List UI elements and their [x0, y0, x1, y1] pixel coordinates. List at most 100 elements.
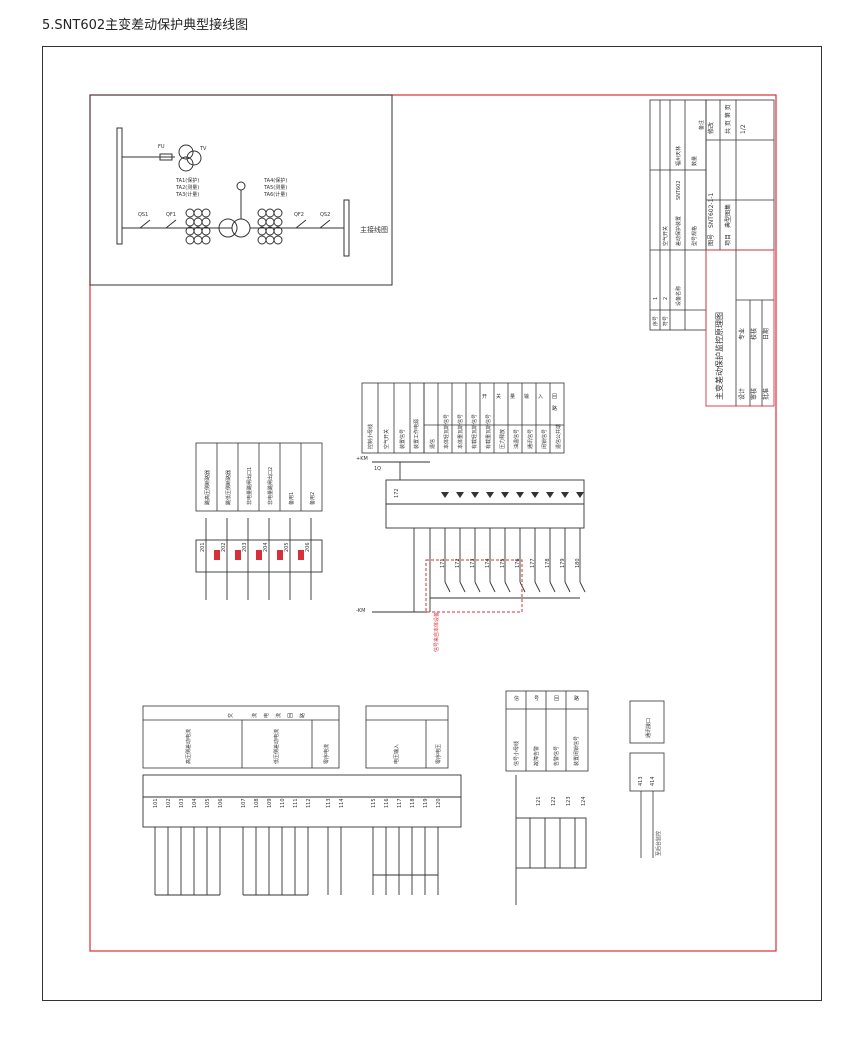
di-signal-2: 本体重瓦斯信号	[457, 414, 464, 449]
di-header-table	[361, 382, 565, 454]
signoff-design: 设计	[738, 388, 746, 400]
title-drawing-no-label: 图号	[708, 234, 715, 246]
ac-term-11: 112	[306, 798, 312, 808]
ct-lv-1: TA4(保护)	[263, 177, 287, 184]
signoff2-date: 日期	[762, 328, 770, 340]
signoff-review: 审核	[750, 388, 758, 400]
do-contacts	[214, 550, 304, 560]
ac-group-2: 电	[263, 713, 270, 718]
di-term-5: 173	[470, 558, 476, 568]
ac-term-0: 101	[153, 798, 159, 808]
di-term-7: 175	[500, 558, 506, 568]
ac-zero-volt-label: 零序电压	[435, 744, 442, 764]
di-signal-3: 有载轻瓦斯信号	[471, 414, 478, 449]
equip-row1-model: SNT602	[676, 180, 682, 200]
ac-header-table	[142, 705, 449, 769]
di-signal-8: 闭锁信号	[541, 429, 548, 449]
di-header-power: 装置工作电源	[413, 419, 420, 449]
ac-term-13: 114	[339, 798, 345, 808]
alarm-label-3: 装置闭锁信号	[573, 736, 580, 766]
do-term-3: 204	[263, 542, 269, 552]
di-term-11: 179	[560, 558, 566, 568]
alarm-term-3: 124	[581, 796, 587, 806]
equip-row2-name: 空气开关	[662, 226, 669, 246]
di-term-4: 172	[455, 558, 461, 568]
di-side-1: 关	[496, 393, 501, 400]
di-signal-6: 油温信号	[513, 429, 520, 449]
di-term-9: 177	[530, 558, 536, 568]
alarm-header-3: 路	[574, 695, 579, 702]
di-side-0: 开	[482, 394, 487, 400]
di-term-6: 174	[485, 558, 491, 568]
alarm-header-table	[505, 690, 589, 772]
ac-lv-label: 低压侧差动电流	[273, 729, 280, 764]
ac-wiring	[142, 774, 462, 896]
alarm-label-0: 信号小母线	[513, 741, 520, 766]
do-label-0: 跳高压侧断路器	[204, 470, 211, 505]
ac-term-18: 119	[423, 798, 429, 808]
alarm-label-1: 故障告警	[533, 746, 540, 766]
di-fuse-1q: 1Q	[374, 466, 381, 472]
comm-label: 通讯接口	[645, 718, 652, 738]
ct-group-lv	[257, 208, 283, 245]
equip-header-name: 设备名称	[675, 286, 682, 306]
ac-group-5: 路	[299, 713, 306, 718]
ac-term-7: 108	[254, 798, 260, 808]
di-term-8: 176	[515, 558, 521, 568]
ct-hv-1: TA1(保护)	[175, 177, 199, 184]
equip-header-no: 序号	[652, 316, 659, 326]
ac-group-0: 交	[227, 713, 234, 718]
do-term-5: 206	[305, 542, 311, 552]
di-signal-7: 通讯信号	[527, 429, 534, 449]
comm-term-1: 414	[650, 776, 656, 786]
di-signal-9: 遥信公共端	[555, 424, 562, 449]
label-qf2: QF2	[294, 212, 304, 218]
ac-term-2: 103	[179, 798, 185, 808]
ac-term-17: 118	[410, 798, 416, 808]
do-label-1: 跳低压侧断路器	[225, 470, 232, 505]
do-term-0: 201	[200, 542, 206, 552]
ac-term-6: 107	[241, 798, 247, 808]
ac-term-3: 104	[192, 798, 198, 808]
equip-header-qty: 数量	[691, 156, 698, 166]
di-signal-4: 有载重瓦斯信号	[485, 414, 492, 449]
do-term-2: 203	[242, 542, 248, 552]
di-side-2: 量	[510, 393, 515, 400]
di-plus-km: +KM	[356, 456, 368, 462]
signoff2-major: 专业	[738, 328, 746, 340]
equip-row1-note: 福州天林	[675, 146, 682, 166]
ac-term-9: 110	[280, 798, 286, 808]
ac-term-5: 106	[218, 798, 224, 808]
ac-term-19: 120	[436, 798, 442, 808]
alarm-header-2: 回	[554, 696, 559, 702]
signoff-approve: 批准	[762, 388, 770, 400]
di-header-bus: 控制小母线	[367, 424, 374, 449]
alarm-term-0: 121	[536, 796, 542, 806]
di-header-signal: 装置信号	[399, 429, 406, 449]
ct-lv-3: TA6(计量)	[263, 191, 287, 198]
primary-box	[89, 94, 393, 286]
alarm-wiring	[515, 775, 587, 905]
ac-group-4: 回	[288, 713, 294, 718]
title-block-red	[705, 249, 775, 407]
ac-term-14: 115	[371, 798, 377, 808]
equip-header-sym: 符号	[662, 316, 669, 326]
title-project: 典型图集	[724, 204, 732, 228]
alarm-term-2: 123	[566, 796, 572, 806]
di-signal-5: 压力释放	[499, 429, 506, 449]
ct-group-hv	[185, 208, 211, 245]
ac-group-1: 流	[251, 713, 258, 718]
do-label-5: 备用2	[309, 492, 316, 505]
comm-note: 至后台监控	[655, 831, 662, 856]
do-wiring	[195, 518, 323, 600]
primary-diagram	[116, 127, 350, 257]
page-title: 5.SNT602主变差动保护典型接线图	[42, 18, 249, 33]
di-note: 信号来自本体设备	[433, 612, 440, 652]
equip-header-note: 备注	[698, 120, 705, 130]
di-wiring	[372, 461, 586, 613]
outer-border	[42, 46, 822, 1001]
equip-header-model: 型号规格	[691, 226, 698, 246]
di-diodes	[441, 492, 584, 498]
do-term-4: 205	[284, 542, 290, 552]
